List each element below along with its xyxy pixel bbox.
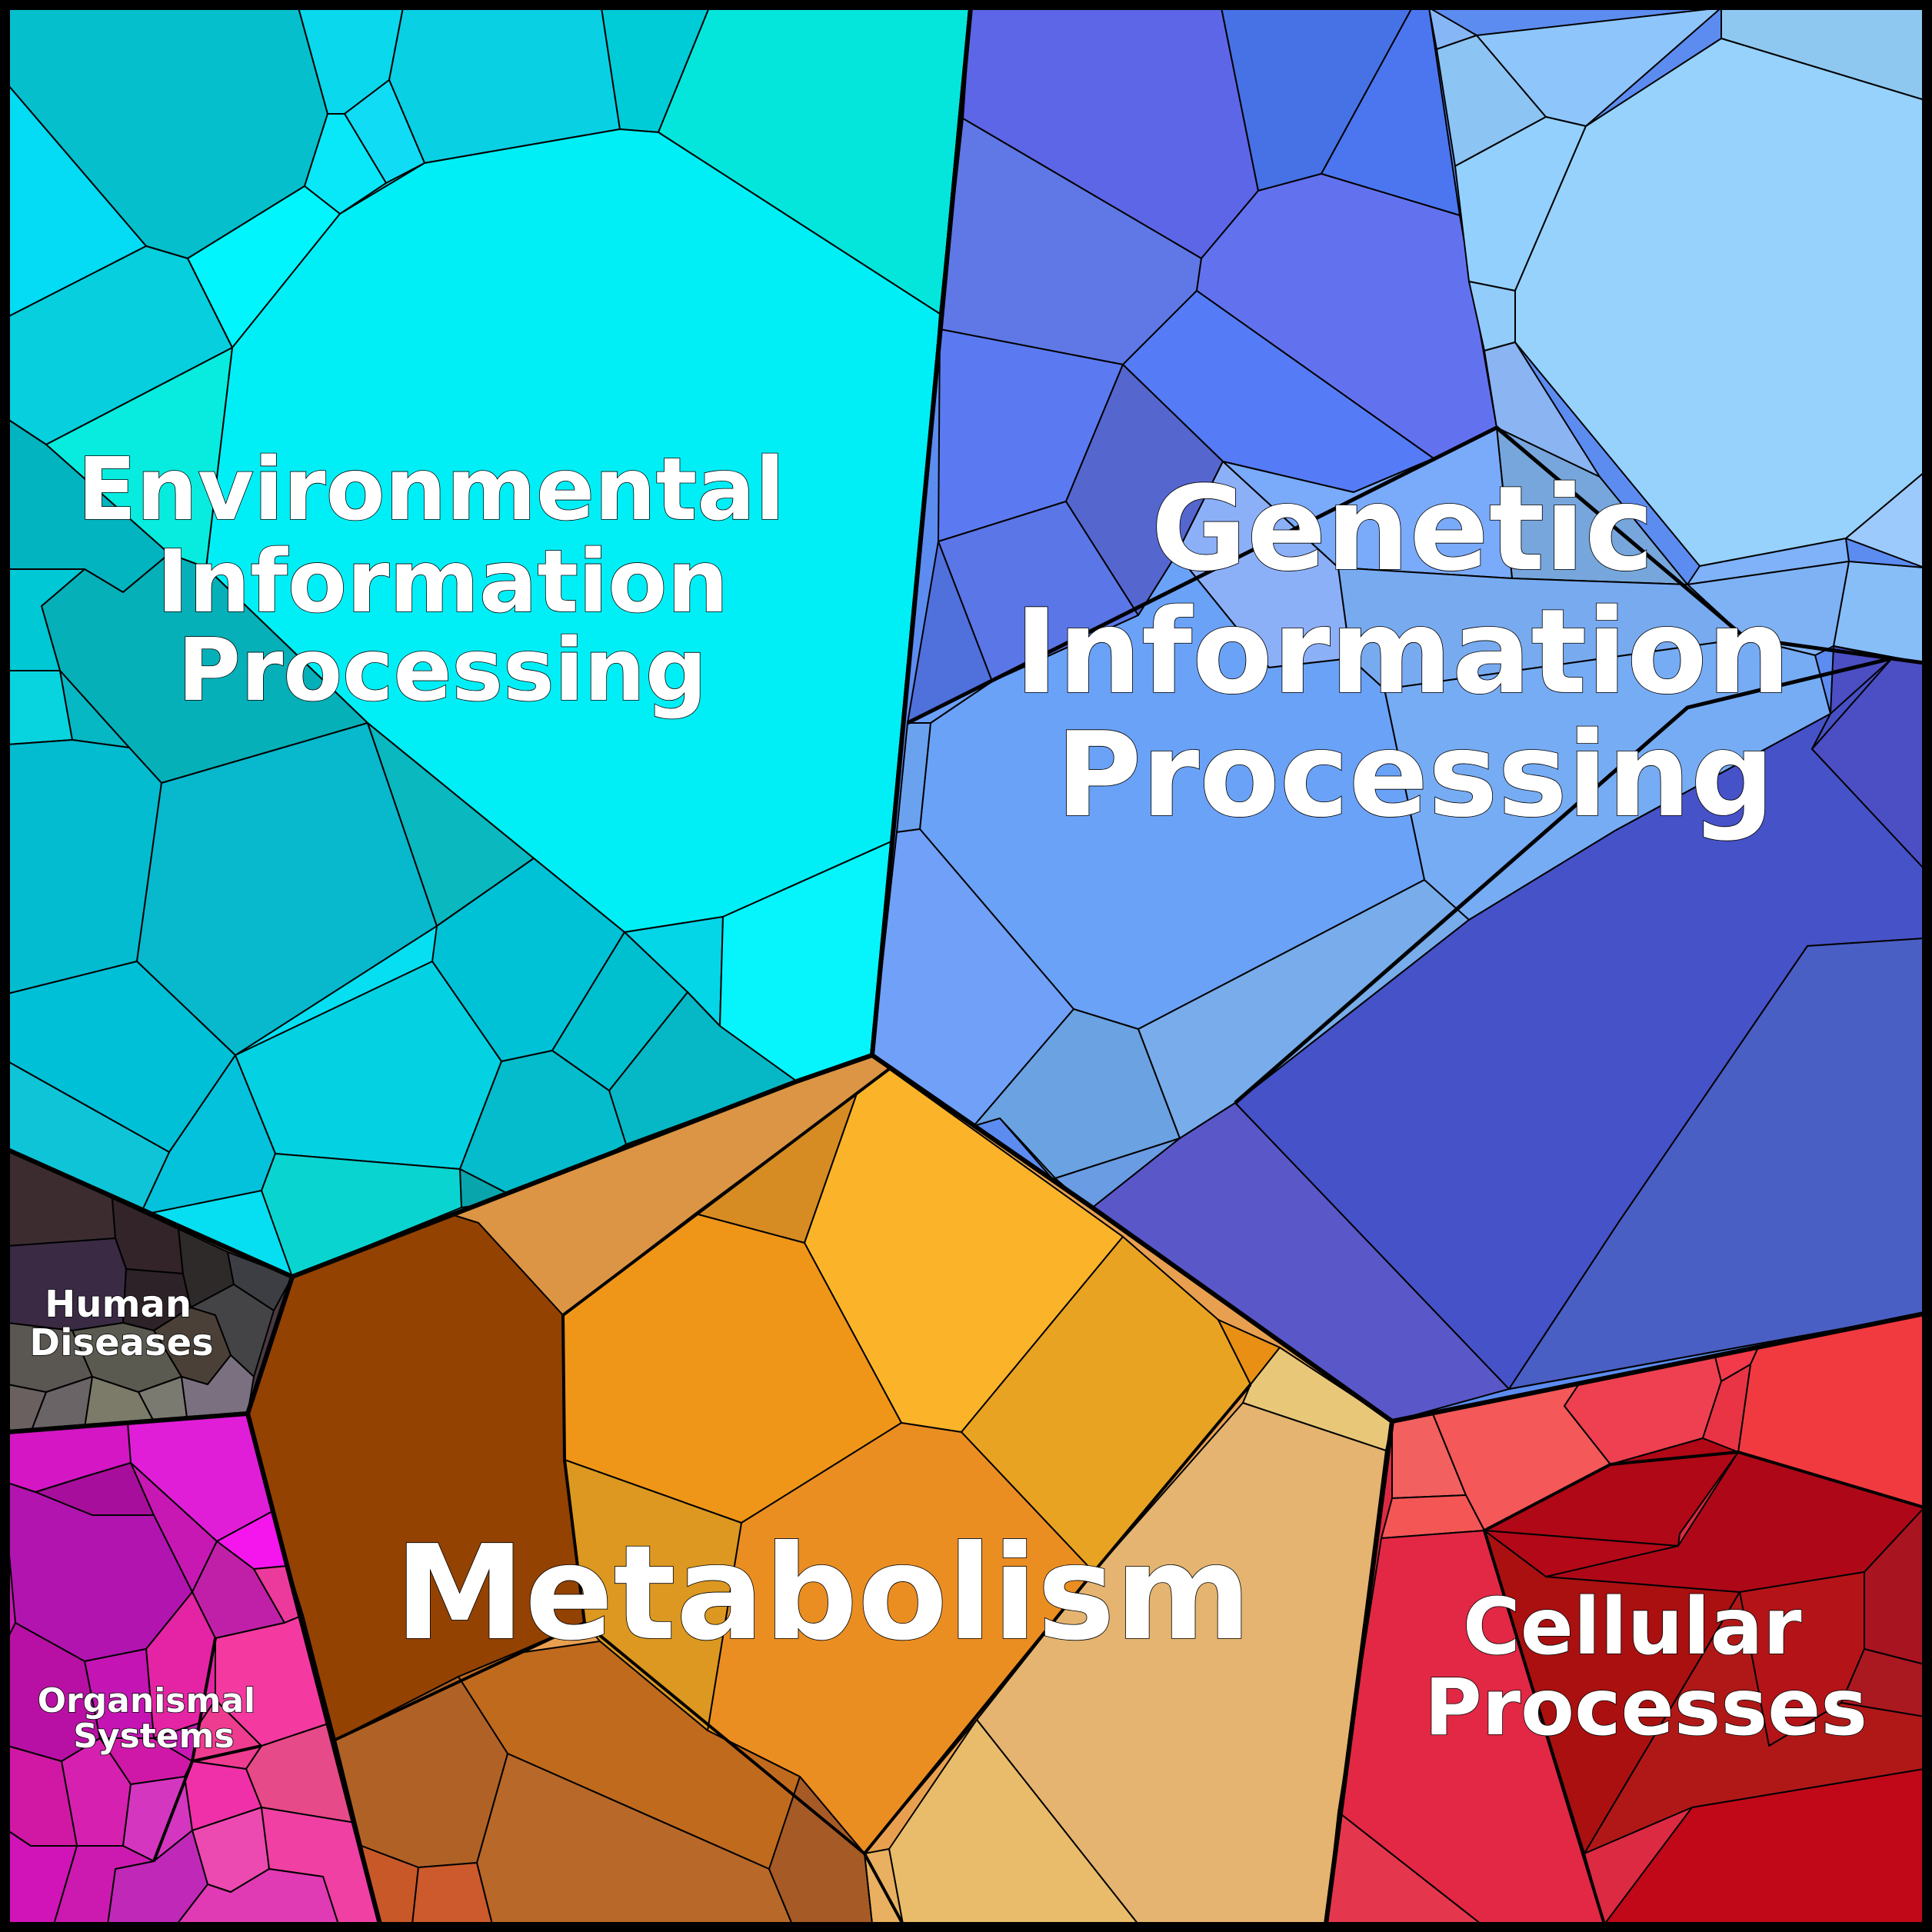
region-label-genetic: Genetic Information Processing xyxy=(1014,461,1831,843)
region-cellular[interactable]: Cellular Processes xyxy=(1324,1311,1927,1927)
region-label-cellular: Cellular Processes xyxy=(1424,1581,1867,1754)
label-line: Systems xyxy=(73,1717,234,1756)
region-label-organismal: Organismal Systems xyxy=(38,1681,268,1756)
label-line: Organismal xyxy=(38,1681,256,1720)
genetic-cell xyxy=(1811,658,1893,750)
label-line: Information xyxy=(157,532,728,632)
region-genetic[interactable]: Genetic Information Processing xyxy=(870,5,1927,1424)
label-line: Cellular xyxy=(1463,1581,1802,1673)
label-line: Processes xyxy=(1424,1662,1867,1754)
region-metabolism[interactable]: Metabolism xyxy=(245,1053,1394,1927)
metabolism-cell xyxy=(768,1776,873,1925)
region-human-diseases[interactable]: Human Diseases xyxy=(5,1148,295,1434)
label-line: Genetic xyxy=(1151,461,1654,597)
label-line: Environmental xyxy=(78,440,784,540)
label-line: Metabolism xyxy=(395,1517,1251,1670)
label-line: Processing xyxy=(1056,707,1774,843)
label-line: Information xyxy=(1014,584,1790,720)
genetic-cell xyxy=(1833,561,1925,664)
label-line: Processing xyxy=(178,621,707,721)
region-environmental[interactable]: Environmental Information Processing xyxy=(5,5,973,1279)
region-label-environmental: Environmental Information Processing xyxy=(78,440,814,721)
region-organismal[interactable]: Organismal Systems xyxy=(5,1411,382,1927)
env-cell xyxy=(136,722,438,1056)
label-line: Human xyxy=(45,1283,192,1326)
label-line: Diseases xyxy=(29,1321,214,1364)
region-label-metabolism: Metabolism xyxy=(395,1517,1251,1670)
region-label-human-diseases: Human Diseases xyxy=(29,1283,214,1364)
